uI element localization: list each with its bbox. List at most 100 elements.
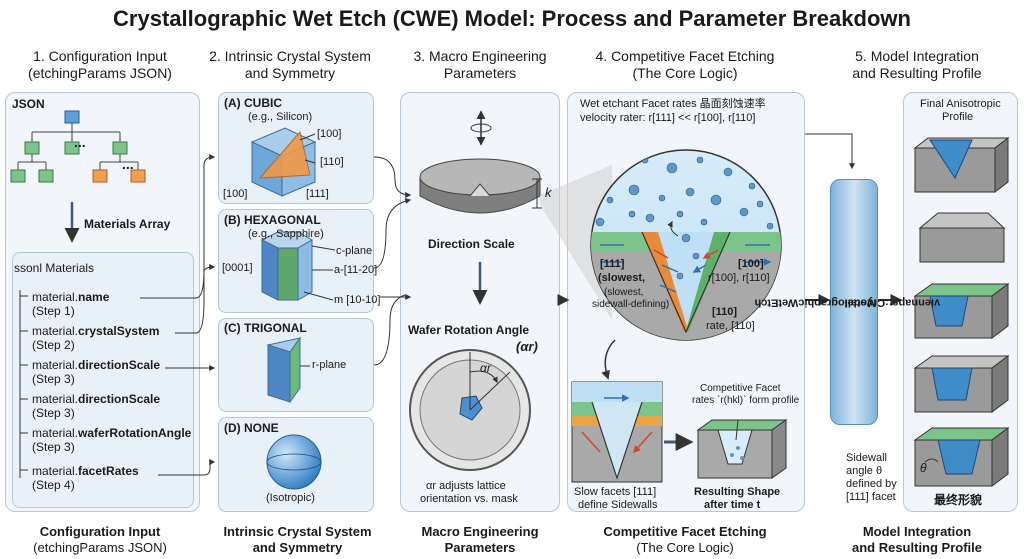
sidewall-line1: Sidewall — [846, 452, 887, 464]
competitive-line2: rates `r(hkl)` form profile — [692, 395, 800, 406]
column-3-footer-line2: Parameters — [444, 540, 516, 555]
theta-label: θ — [920, 461, 927, 475]
config-item-name-field: name — [78, 290, 110, 304]
final-profile-line2: Profile — [942, 111, 974, 123]
config-item-facet-rates-field: facetRates — [78, 464, 139, 478]
none-name: (D) NONE — [224, 421, 279, 435]
column-4-header-line2: (The Core Logic) — [632, 65, 738, 81]
trigonal-r-plane: r-plane — [312, 359, 347, 371]
final-profile-line1: Final Anisotropic — [920, 98, 1001, 110]
hexagonal-m-plane: m [10-10] — [334, 294, 381, 306]
facet-100-label: [100] — [738, 258, 764, 270]
resulting-shape-diagram — [696, 419, 788, 479]
facet-111-label: [111] — [600, 258, 625, 270]
facet-etching-circle — [590, 149, 782, 341]
column-2-footer: Intrinsic Crystal System and Symmetry — [200, 524, 395, 556]
config-item-crystal-system-prefix: material. — [32, 324, 79, 338]
cubic-name: (A) CUBIC — [224, 96, 282, 110]
column-5-footer-line1: Model Integration — [862, 524, 972, 539]
column-3-header-line1: 3. Macro Engineering — [413, 48, 547, 64]
column-2-footer-line2: and Symmetry — [252, 540, 343, 555]
column-2-header-line1: 2. Intrinsic Crystal System — [209, 48, 371, 64]
hexagonal-name: (B) HEXAGONAL — [224, 213, 321, 227]
slow-facets-line2: define Sidewalls — [578, 499, 658, 511]
materials-box — [12, 252, 194, 508]
column-4-footer-line2: (The Core Logic) — [636, 540, 734, 555]
none-note: (Isotropic) — [266, 492, 315, 504]
column-3-footer-line1: Macro Engineering — [421, 524, 539, 539]
trigonal-name: (C) TRIGONAL — [224, 321, 307, 335]
diagram-title: Crystallographic Wet Etch (CWE) Model: P… — [113, 6, 911, 31]
slow-facets-diagram — [571, 381, 694, 483]
config-item-crystal-system-field: crystalSystem — [78, 324, 160, 338]
column-2-footer-line1: Intrinsic Crystal System — [223, 524, 372, 539]
model-name-line2: Model — [844, 296, 877, 309]
slow-facets-line1: Slow facets [111] — [574, 486, 657, 498]
alpha-paren-label: (αr) — [516, 339, 538, 354]
sidewall-line2: angle θ — [846, 465, 883, 477]
facet-111-slowest-note: (slowest, — [604, 287, 644, 298]
profile-block-3 — [913, 283, 1010, 339]
materials-array-label: Materials Array — [84, 217, 171, 231]
macro-caption-line2: orientation vs. mask — [420, 493, 518, 505]
config-item-facet-rates[interactable]: material.facetRates (Step 4) — [32, 464, 139, 492]
column-1-header-line2: (etchingParams JSON) — [28, 65, 172, 81]
facet-header-line1: Wet etchant Facet rates 晶面刻蚀速率 — [580, 98, 766, 110]
config-item-name-prefix: material. — [32, 290, 79, 304]
sidewall-line3: defined by — [846, 478, 897, 490]
column-5-footer: Model Integration and Resulting Profile — [810, 524, 1024, 556]
competitive-line1: Competitive Facet — [700, 383, 781, 394]
config-item-crystal-system[interactable]: material.crystalSystem (Step 2) — [32, 324, 159, 352]
column-5-header-line1: 5. Model Integration — [855, 48, 979, 64]
cubic-example: (e.g., Silicon) — [248, 111, 313, 123]
k-label: k — [545, 185, 552, 200]
trigonal-crystal-icon — [266, 336, 310, 404]
config-item-direction-scale-2-step: (Step 3) — [32, 406, 75, 420]
column-2-header: 2. Intrinsic Crystal System and Symmetry — [200, 48, 380, 82]
facet-header-line2: velocity rater: r[111] << r[100], r[110] — [580, 112, 756, 124]
column-4-header: 4. Competitive Facet Etching (The Core L… — [565, 48, 805, 82]
column-3-header-line2: Parameters — [443, 65, 517, 81]
config-item-direction-scale-1-prefix: material. — [32, 358, 79, 372]
column-3-footer: Macro Engineering Parameters — [395, 524, 565, 556]
column-1-header-line1: 1. Configuration Input — [33, 48, 167, 64]
sidewall-line4: [111] facet — [846, 491, 896, 503]
config-item-direction-scale-2-field: directionScale — [78, 392, 161, 406]
config-item-direction-scale-1-step: (Step 3) — [32, 372, 75, 386]
model-name: viennaps::CrystallographicWetEtch Model — [755, 179, 941, 425]
profile-block-5 — [913, 427, 1010, 487]
column-5-header: 5. Model Integration and Resulting Profi… — [810, 48, 1024, 82]
column-4-header-line1: 4. Competitive Facet Etching — [595, 48, 775, 64]
column-1-footer: Configuration Input (etchingParams JSON) — [0, 524, 200, 556]
column-5-header-line2: and Resulting Profile — [852, 65, 982, 81]
hexagonal-dir-0001: [0001] — [222, 262, 253, 274]
rotation-arrow-icon — [470, 110, 492, 146]
config-item-name-step: (Step 1) — [32, 304, 75, 318]
cubic-dir-110: [110] — [320, 156, 344, 168]
profile-block-1 — [913, 136, 1010, 194]
alpha-label: αr — [480, 361, 491, 375]
hexagonal-c-plane: c-plane — [336, 245, 373, 257]
cubic-dir-100-top: [100] — [317, 128, 342, 140]
hexagonal-a-plane: a-[11-20] — [334, 264, 378, 276]
config-item-crystal-system-step: (Step 2) — [32, 338, 75, 352]
column-1-footer-line1: Configuration Input — [39, 524, 161, 539]
materials-header: ssonl Materials — [14, 261, 95, 275]
tree-ellipsis-2: ... — [122, 156, 134, 172]
isotropic-sphere-icon — [266, 434, 322, 490]
macro-caption-line1: αr adjusts lattice — [426, 480, 506, 492]
final-cn-label: 最终形貌 — [934, 493, 983, 507]
model-bar[interactable] — [830, 179, 878, 425]
config-item-wafer-rotation[interactable]: material.waferRotationAngle (Step 3) — [32, 426, 191, 454]
direction-scale-label: Direction Scale — [428, 237, 515, 251]
rotation-title: Wafer Rotation Angle — [408, 323, 530, 337]
config-item-direction-scale-2[interactable]: material.directionScale (Step 3) — [32, 392, 160, 420]
result-line1: Resulting Shape — [694, 486, 781, 498]
facet-110-label: [110] — [712, 306, 738, 318]
config-item-direction-scale-1[interactable]: material.directionScale (Step 3) — [32, 358, 160, 386]
trigonal-box — [218, 318, 374, 412]
config-item-name[interactable]: material.name (Step 1) — [32, 290, 109, 318]
cubic-crystal-icon — [250, 127, 317, 197]
column-2-header-line2: and Symmetry — [244, 65, 336, 81]
